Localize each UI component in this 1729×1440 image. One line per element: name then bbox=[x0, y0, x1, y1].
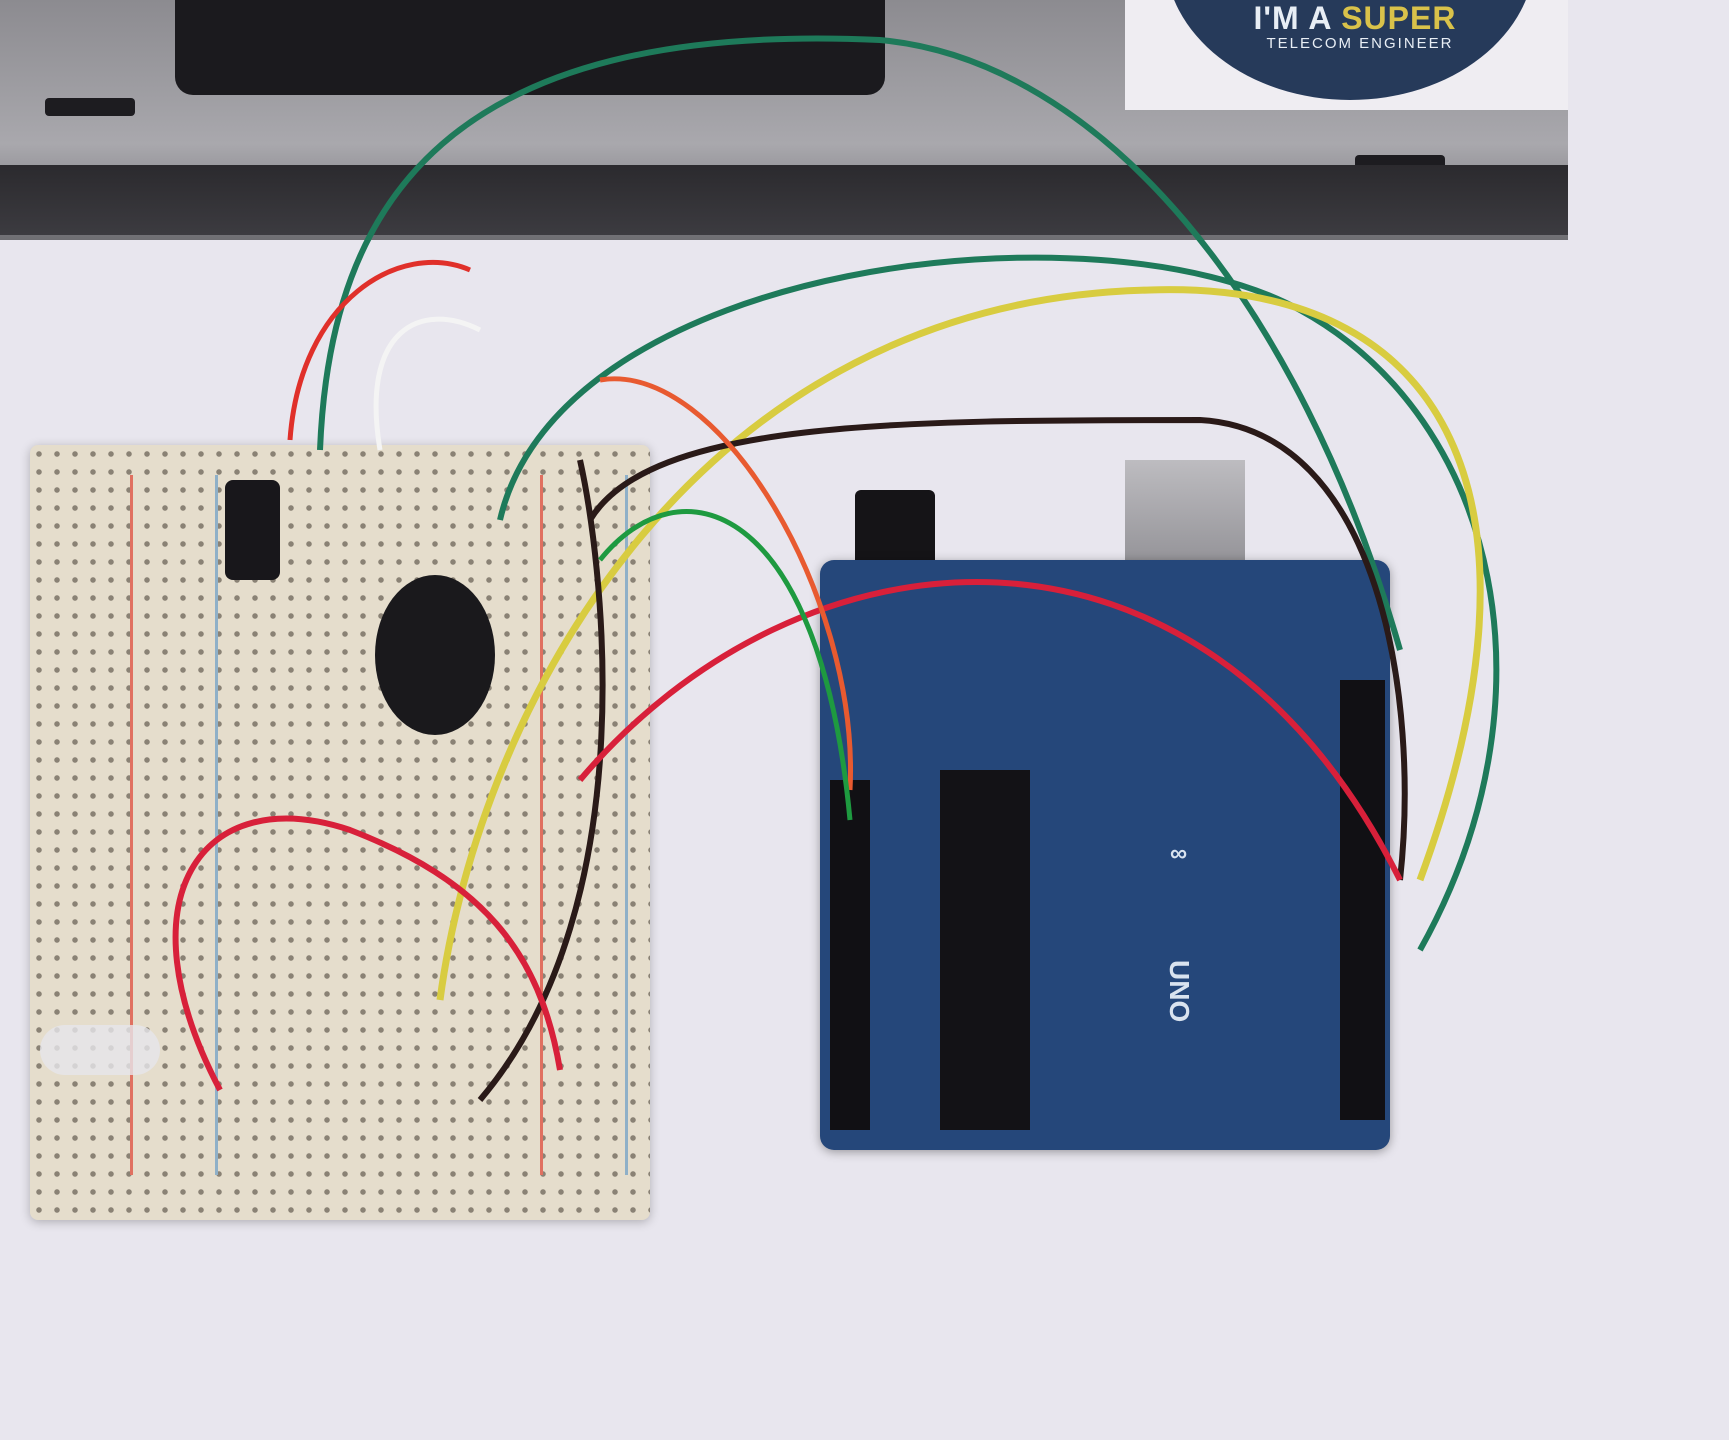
capacitor bbox=[225, 480, 280, 580]
led bbox=[40, 1025, 160, 1075]
pin-header bbox=[1340, 680, 1385, 1120]
power-rail-positive bbox=[540, 475, 543, 1175]
jumper-wires bbox=[172, 35, 1500, 1102]
power-rail-positive bbox=[130, 475, 133, 1175]
buzzer bbox=[375, 575, 495, 735]
arduino-logo: ∞ bbox=[1170, 840, 1188, 867]
breadboard bbox=[30, 445, 650, 1220]
microcontroller-chip bbox=[940, 770, 1030, 1130]
sticker-line2: TELECOM ENGINEER bbox=[1266, 35, 1454, 52]
pin-header bbox=[830, 780, 870, 1130]
sticker-line1: I'M A SUPER bbox=[1253, 0, 1457, 36]
arduino-board bbox=[820, 560, 1390, 1150]
laptop-edge bbox=[0, 165, 1568, 235]
laptop-slot bbox=[45, 98, 135, 116]
laptop-touchpad bbox=[175, 0, 885, 95]
power-rail-negative bbox=[625, 475, 628, 1175]
power-rail-negative bbox=[215, 475, 218, 1175]
